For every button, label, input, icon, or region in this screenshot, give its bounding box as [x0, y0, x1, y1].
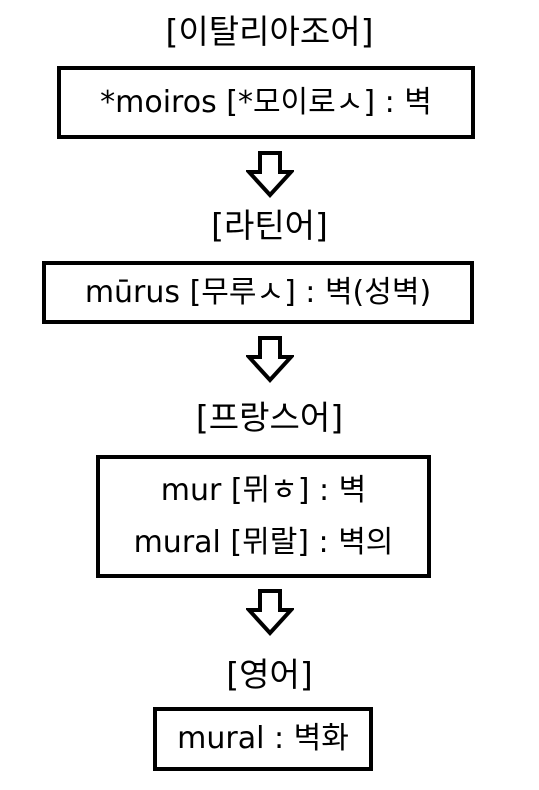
word-box-french: mur [뮈ㅎ] : 벽 mural [뮈랄] : 벽의 — [96, 455, 431, 578]
stage-label-proto-italic: [이탈리아조어] — [165, 12, 374, 51]
stage-label-latin: [라틴어] — [211, 206, 328, 245]
stage-label-english: [영어] — [226, 655, 313, 694]
word-entry: mūrus [무루ㅅ] : 벽(성벽) — [84, 275, 432, 310]
arrow-down-icon — [0, 335, 539, 383]
arrow-down-icon — [0, 588, 539, 636]
word-entry: mural [뮈랄] : 벽의 — [133, 525, 394, 560]
word-entry: mur [뮈ㅎ] : 벽 — [160, 473, 367, 508]
word-entry: *moiros [*모이로ㅅ] : 벽 — [100, 85, 432, 120]
arrow-down-icon — [0, 150, 539, 198]
stage-label-french: [프랑스어] — [195, 398, 344, 437]
word-box-proto-italic: *moiros [*모이로ㅅ] : 벽 — [57, 66, 475, 139]
word-box-latin: mūrus [무루ㅅ] : 벽(성벽) — [42, 261, 474, 324]
word-entry: mural : 벽화 — [177, 721, 349, 756]
word-box-english: mural : 벽화 — [153, 707, 373, 771]
